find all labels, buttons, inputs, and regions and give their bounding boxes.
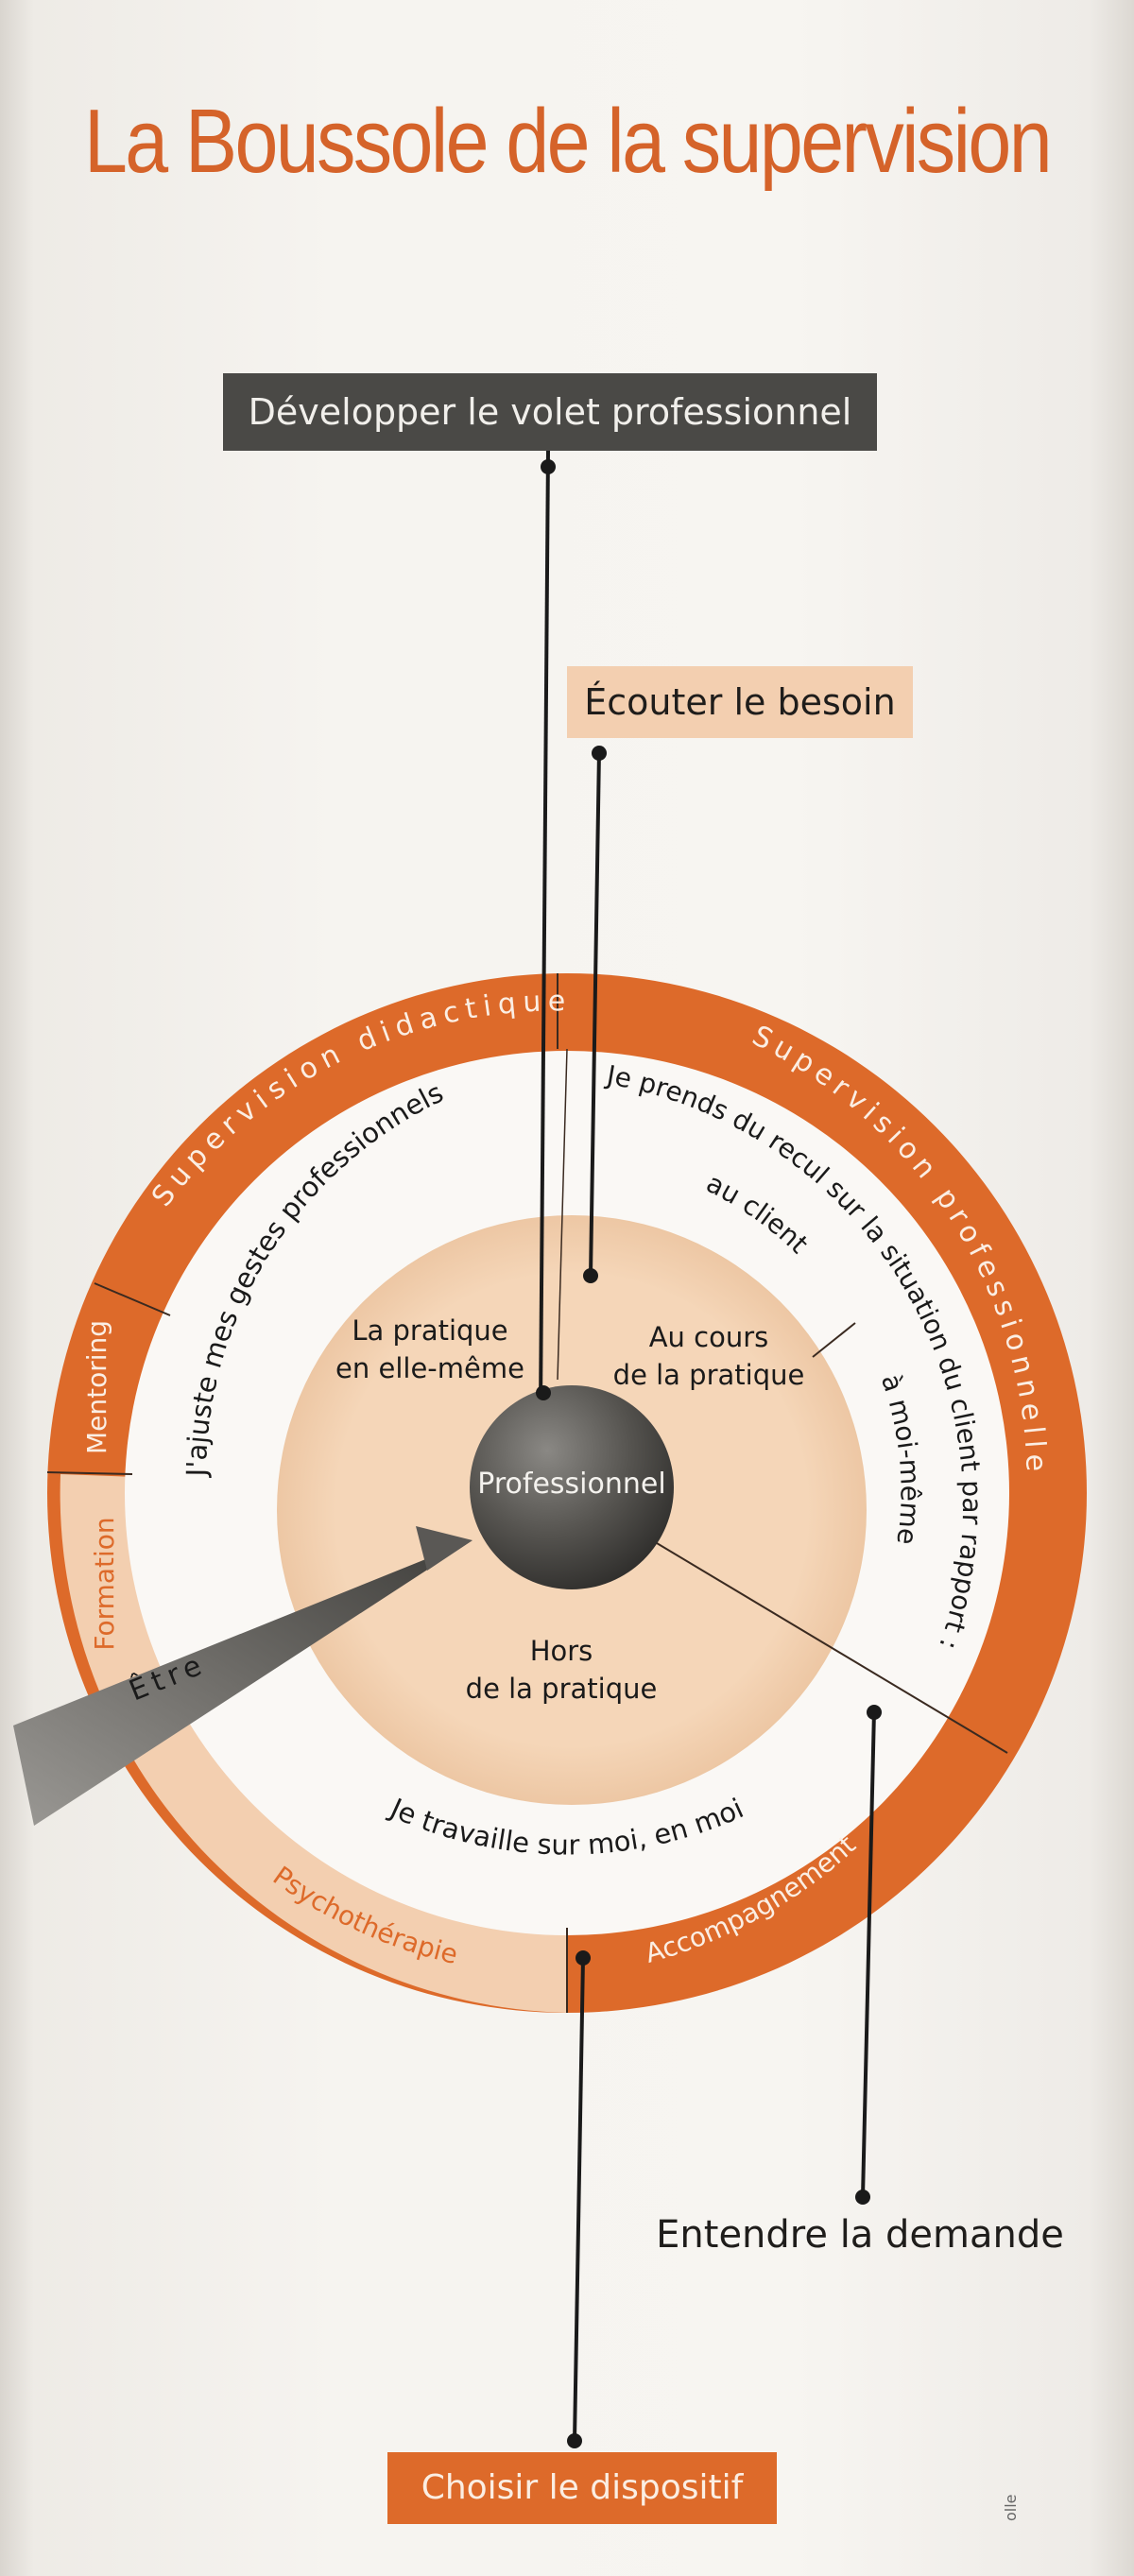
callout-entendre: Entendre la demande — [656, 2213, 1064, 2257]
center-disc — [470, 1385, 674, 1589]
label-pratique-1: La pratique — [352, 1314, 507, 1347]
connector-ecouter — [589, 750, 601, 1277]
label-hors-2: de la pratique — [466, 1673, 658, 1705]
connector-entendre — [861, 1709, 876, 2198]
page-title: La Boussole de la supervision — [83, 91, 1053, 192]
divider-line — [651, 1539, 1008, 1754]
label-pratique-2: en elle-même — [335, 1352, 524, 1384]
center-label: Professionnel — [477, 1468, 665, 1501]
label-cours-1: Au cours — [649, 1321, 769, 1353]
label-formation: Formation — [89, 1517, 120, 1650]
callout-choisir: Choisir le dispositif — [387, 2452, 777, 2524]
label-mentoring: Mentoring — [81, 1320, 112, 1454]
callout-developper: Développer le volet professionnel — [223, 373, 877, 451]
connector-choisir — [573, 1957, 585, 2442]
label-hors-1: Hors — [530, 1635, 593, 1667]
side-credit: olle — [1002, 2494, 1020, 2521]
callout-ecouter: Écouter le besoin — [567, 666, 913, 738]
compass-needle — [13, 1540, 472, 1826]
connector-developper — [539, 450, 550, 1409]
label-cours-2: de la pratique — [613, 1359, 805, 1391]
